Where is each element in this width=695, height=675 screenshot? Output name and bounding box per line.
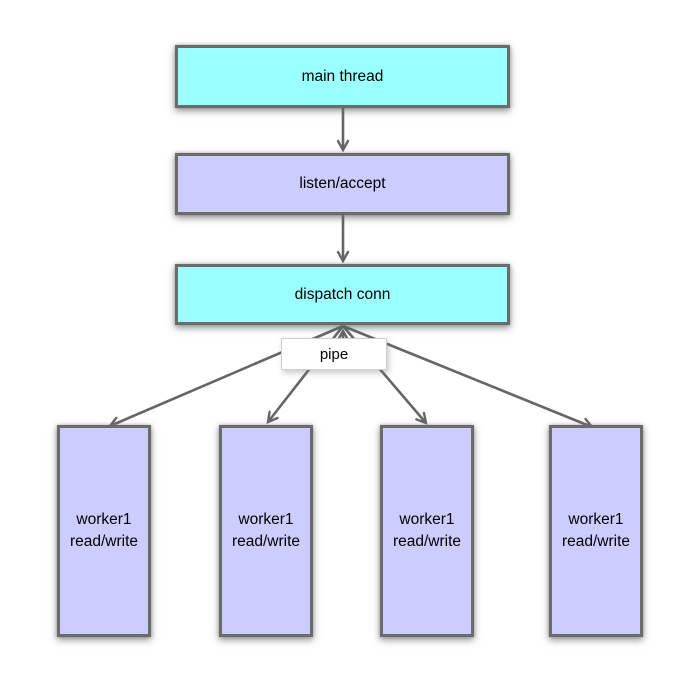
pipe-label: pipe xyxy=(319,345,349,363)
worker-name: worker1 xyxy=(568,510,624,528)
worker-label: worker1 read/write xyxy=(232,509,300,554)
worker-role: read/write xyxy=(392,533,462,550)
worker-role: read/write xyxy=(69,533,139,550)
main-thread-label: main thread xyxy=(301,67,384,85)
worker-box-2: worker1 read/write xyxy=(219,425,313,637)
pipe-label-box: pipe xyxy=(281,338,387,370)
worker-name: worker1 xyxy=(399,510,455,528)
worker-box-4: worker1 read/write xyxy=(549,425,643,637)
listen-accept-box: listen/accept xyxy=(175,153,510,215)
worker-box-1: worker1 read/write xyxy=(57,425,151,637)
worker-label: worker1 read/write xyxy=(393,509,461,554)
listen-accept-label: listen/accept xyxy=(299,175,386,193)
worker-role: read/write xyxy=(561,533,631,550)
dispatch-conn-box: dispatch conn xyxy=(175,264,510,325)
worker-label: worker1 read/write xyxy=(562,509,630,554)
worker-box-3: worker1 read/write xyxy=(380,425,474,637)
worker-name: worker1 xyxy=(76,510,132,528)
worker-label: worker1 read/write xyxy=(70,509,138,554)
worker-role: read/write xyxy=(231,533,301,550)
worker-name: worker1 xyxy=(238,510,294,528)
dispatch-conn-label: dispatch conn xyxy=(294,285,391,303)
main-thread-box: main thread xyxy=(175,45,510,108)
